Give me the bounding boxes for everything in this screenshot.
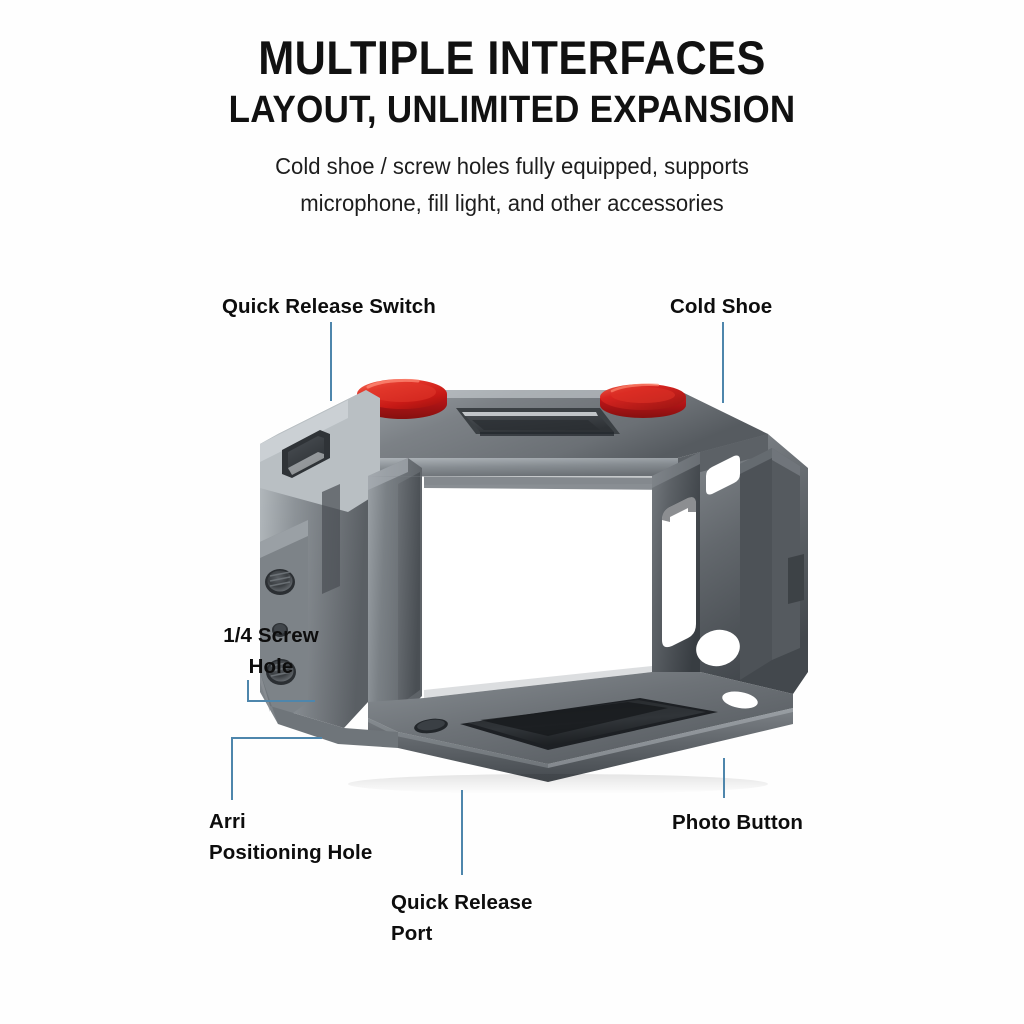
callout-label-cold-shoe: Cold Shoe: [670, 295, 773, 318]
cold-shoe-mount: [456, 408, 620, 436]
cage-bottom-plate: [368, 672, 793, 782]
callout-label-quarter-screw-hole-line-1: 1/4 Screw: [223, 624, 319, 647]
arri-positioning-hole: [272, 623, 288, 637]
callout-label-quick-release-switch: Quick Release Switch: [222, 295, 436, 318]
quarter-screw-hole-upper: [265, 569, 295, 595]
callout-label-quarter-screw-hole-line-2: Hole: [248, 655, 294, 679]
cage-front-window: [424, 476, 652, 698]
header-block: MULTIPLE INTERFACES LAYOUT, UNLIMITED EX…: [0, 30, 1024, 135]
subtitle-line-2: microphone, fill light, and other access…: [300, 190, 724, 217]
page-title-line-1: MULTIPLE INTERFACES: [258, 31, 766, 84]
callout-quarter-screw-hole: 1/4 Screw Hole: [191, 620, 351, 682]
cage-right-panel: [652, 448, 772, 694]
callout-label-arri-positioning-hole-line-2: Positioning Hole: [209, 841, 373, 865]
callout-label-quick-release-port-line-1: Quick Release: [391, 891, 533, 914]
callout-label-photo-button: Photo Button: [672, 811, 803, 834]
callout-photo-button: Photo Button: [672, 807, 803, 838]
cold-shoe-knob: [600, 383, 686, 418]
callout-arri-positioning-hole: Arri Positioning Hole: [209, 806, 439, 868]
page-subtitle: Cold shoe / screw holes fully equipped, …: [20, 148, 1003, 223]
callout-label-arri-positioning-hole-line-1: Arri: [209, 810, 246, 833]
callout-quick-release-switch: Quick Release Switch: [222, 291, 436, 322]
cage-front-left-rail: [368, 458, 422, 720]
callout-quick-release-port: Quick Release Port: [391, 887, 611, 949]
page-title-line-2: LAYOUT, UNLIMITED EXPANSION: [228, 89, 796, 132]
cage-top-inner-lip: [368, 476, 678, 490]
quarter-screw-hole-lower: [266, 659, 296, 685]
callout-cold-shoe: Cold Shoe: [670, 291, 772, 322]
photo-button-side-edge: [772, 448, 804, 660]
product-illustration: [248, 372, 838, 812]
callout-label-quick-release-port-line-2: Port: [391, 922, 433, 946]
subtitle-line-1: Cold shoe / screw holes fully equipped, …: [275, 153, 749, 179]
